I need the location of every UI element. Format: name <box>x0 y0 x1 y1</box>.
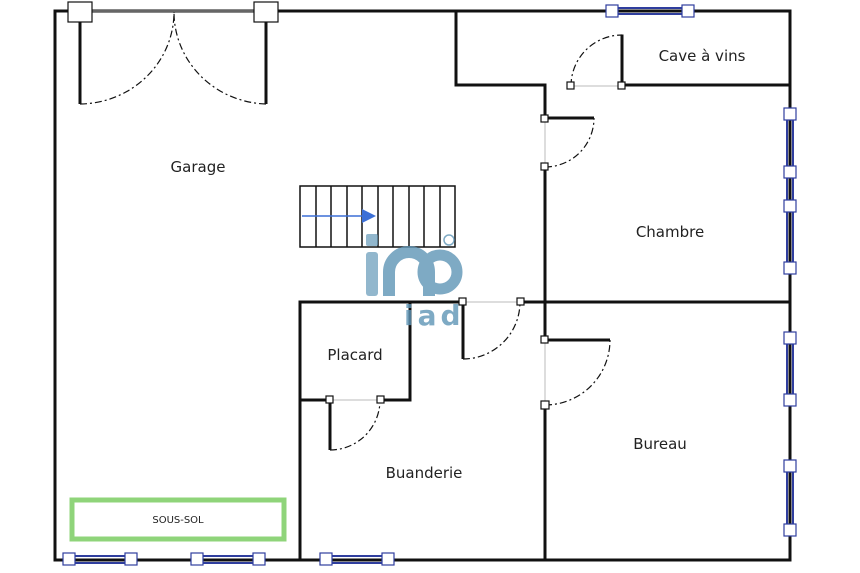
level-label-box: SOUS-SOL <box>69 497 287 542</box>
staircase <box>299 185 456 248</box>
room-label-chambre: Chambre <box>636 223 704 241</box>
cave-door <box>566 34 626 90</box>
svg-text:iad: iad <box>404 299 465 332</box>
room-label-placard: Placard <box>327 346 382 364</box>
chambre-door <box>540 114 595 171</box>
buanderie-door <box>458 297 525 360</box>
room-label-garage: Garage <box>171 158 226 176</box>
stair-arrow-icon <box>362 209 376 223</box>
room-label-cave: Cave à vins <box>659 47 746 65</box>
interior-walls <box>298 9 792 562</box>
room-label-buanderie: Buanderie <box>386 464 463 482</box>
windows <box>62 4 797 566</box>
iad-watermark-logo: iad <box>366 234 465 332</box>
placard-door <box>325 395 385 451</box>
garage-door <box>67 1 279 105</box>
room-label-bureau: Bureau <box>633 435 687 453</box>
level-label: SOUS-SOL <box>152 515 204 526</box>
door-openings <box>87 10 622 405</box>
bureau-door <box>540 335 611 410</box>
